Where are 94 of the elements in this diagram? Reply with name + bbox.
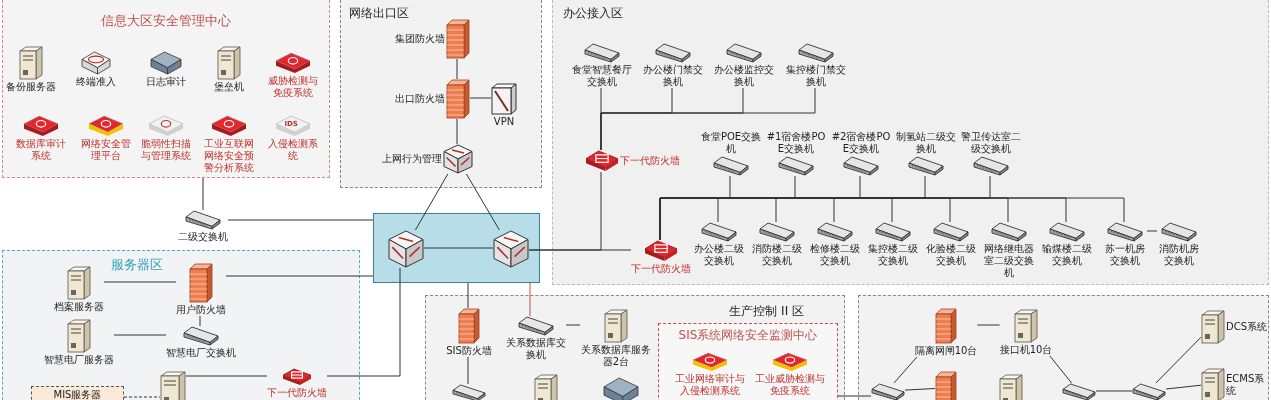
zone-title: 网络出口区: [349, 5, 409, 22]
device-label: VPN: [493, 116, 515, 128]
connection-line: [456, 58, 458, 80]
connection-line: [469, 97, 492, 99]
zone-panel: [658, 323, 838, 400]
connection-line: [529, 282, 531, 317]
device-label: 堡垒机: [214, 81, 244, 93]
connection-line: [103, 281, 177, 283]
device-label: 网络继电器室二级交换机: [983, 243, 1035, 279]
connection-line: [1155, 336, 1202, 384]
device-label: 制氢站二级交换机: [895, 131, 957, 155]
device-label: 入侵检测系统: [267, 138, 319, 162]
connection-line: [199, 315, 201, 327]
zone-title: 办公接入区: [563, 5, 623, 22]
device-label: 关系数据库服务器2台: [580, 344, 652, 368]
device-label: 数据库审计系统: [15, 138, 67, 162]
device-label: 苏一机房交换机: [1104, 243, 1146, 267]
device-label: 下一代防火墙: [267, 387, 327, 399]
connection-line: [465, 173, 500, 231]
device-label: 下一代防火墙: [620, 155, 680, 167]
zone-title: 生产控制 II 区: [729, 303, 804, 320]
device-label: 档案服务器: [54, 301, 104, 313]
zone-title: 信息大区安全管理中心: [101, 12, 231, 30]
device-label: 接口机10台: [999, 344, 1053, 356]
connection-line: [467, 282, 469, 309]
connection-line: [456, 118, 458, 145]
device-label: 集控楼门禁交换机: [785, 64, 847, 88]
device-label: 隔离网闸10台: [914, 345, 978, 357]
device-label: SIS防火墙: [446, 345, 492, 357]
device-label: 工业互联网网络安全预警分析系统: [203, 138, 255, 174]
connection-line: [467, 356, 469, 385]
connection-line: [227, 219, 374, 221]
zone-panel: [425, 295, 845, 400]
zone-title: MIS服务器: [53, 388, 102, 400]
core-panel: [373, 213, 540, 283]
zone-title: 服务器区: [111, 256, 163, 274]
connection-line: [423, 247, 494, 249]
zone-title: SIS系统网络安全监测中心: [678, 327, 818, 344]
device-label: 工业网络审计与入侵检测系统: [674, 373, 746, 397]
zone-panel: [2, 250, 360, 400]
device-label: 出口防火墙: [395, 93, 445, 105]
device-label: #2宿舍楼POE交换机: [830, 131, 892, 155]
device-label: 食堂智慧餐厅交换机: [571, 64, 633, 88]
connection-line: [904, 388, 936, 391]
device-label: 日志审计: [146, 76, 186, 88]
connection-line: [976, 324, 1001, 326]
zone-panel: [858, 295, 1269, 400]
connection-line: [202, 177, 204, 211]
device-label: 二级交换机: [178, 231, 228, 243]
device-label: 集团防火墙: [395, 33, 445, 45]
connection-line: [893, 356, 918, 384]
connection-line: [837, 395, 872, 397]
device-label: 脆弱性扫描与管理系统: [140, 138, 192, 162]
device-label: 检修楼二级交换机: [809, 243, 861, 267]
connection-line: [185, 375, 268, 377]
connection-line: [528, 249, 632, 251]
device-label: 办公楼门禁交换机: [642, 64, 704, 88]
device-label: #1宿舍楼POE交换机: [765, 131, 827, 155]
device-label: 输煤楼二级交换机: [1041, 243, 1093, 267]
device-label: 备份服务器: [6, 81, 56, 93]
connection-line: [1146, 230, 1158, 232]
device-label: 警卫传达室二级交换机: [960, 131, 1022, 155]
zone-panel: [552, 0, 1269, 285]
device-label: 关系数据库交换机: [506, 337, 566, 361]
device-label: 终端准入: [76, 76, 116, 88]
device-label: 集控楼二级交换机: [867, 243, 919, 267]
zone-panel: [2, 0, 330, 178]
device-label: 办公楼监控交换机: [713, 64, 775, 88]
device-label: ECMS系统: [1226, 373, 1266, 397]
device-label: 化验楼二级交换机: [925, 243, 977, 267]
device-label: 办公楼二级交换机: [693, 243, 745, 267]
connection-line: [225, 275, 374, 277]
zone-panel: [340, 0, 542, 188]
device-label: 威胁检测与免疫系统: [267, 75, 319, 99]
device-label: 工业威胁检测与免疫系统: [754, 373, 826, 397]
connection-line: [123, 396, 161, 398]
connection-line: [113, 334, 167, 336]
device-label: DCS系统: [1226, 321, 1268, 333]
connection-line: [326, 267, 401, 377]
device-label: 用户防火墙: [176, 304, 226, 316]
device-label: 上网行为管理: [382, 153, 442, 165]
connection-line: [414, 173, 449, 231]
connection-line: [600, 87, 816, 151]
connection-line: [1049, 355, 1073, 384]
device-label: 智慧电厂服务器: [44, 354, 114, 366]
device-label: 网络安全管理平台: [80, 138, 132, 162]
device-label: 下一代防火墙: [631, 263, 691, 275]
connection-line: [565, 324, 581, 326]
device-label: 消防楼二级交换机: [751, 243, 803, 267]
connection-line: [1165, 384, 1202, 390]
device-label: 消防机房交换机: [1158, 243, 1200, 267]
device-label: 智慧电厂交换机: [166, 347, 236, 359]
device-label: 食堂POE交换机: [700, 131, 762, 155]
connection-line: [1095, 390, 1133, 392]
